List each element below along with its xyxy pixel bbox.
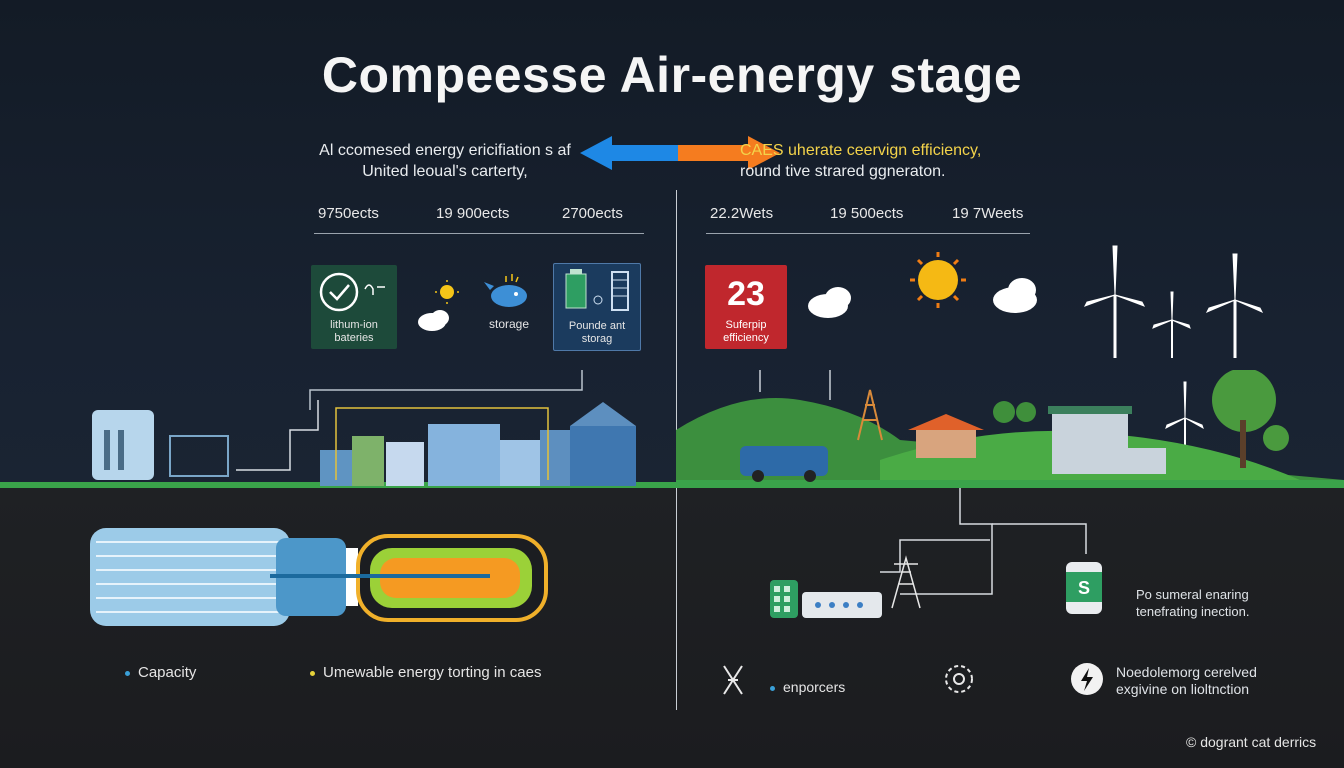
renewable-label: Umewable energy torting in caes [310,664,541,681]
stat-left-2: 19 900ects [436,205,510,222]
grid-connection-diagram: S [770,488,1102,618]
renewable-dot [310,670,315,676]
note2-line-1: Noedolemorg cerelved [1116,664,1257,680]
gauge-check-icon [319,272,385,312]
bidirectional-arrow-icon [580,136,780,170]
capacity-label: Capacity [125,664,196,681]
subtitle-left-line-1: Al ccomesed energy ericifiation s af [319,142,571,159]
svg-text:S: S [1078,578,1090,598]
stat-left-3: 2700ects [562,205,623,222]
stat-left-1: 9750ects [318,205,379,222]
landscape-scene [0,370,1344,488]
storage-card: storage [478,270,540,340]
enporcers-text: enporcers [783,679,846,695]
subtitle-right-line-2: round tive strared ggneraton. [740,163,946,180]
enporcers-dot [770,685,775,691]
pounde-storage-card: Pounde ant storag [553,263,641,351]
page-title: Compeesse Air-energy stage [321,47,1023,103]
stats-left-rule [314,233,644,234]
whale-storage-icon [484,274,527,307]
stat-right-3: 19 7Weets [952,205,1024,222]
sun-cloud-icon [418,280,459,331]
subtitle-left-line-2: United leoual's carterty, [362,163,528,180]
efficiency-label: Suferpip efficiency [723,319,769,344]
efficiency-value: 23 [727,275,765,313]
subtitle-right: CAES uherate ceervign efficiency, round … [740,140,1040,182]
lithium-ion-card: lithum-ion bateries [311,265,397,349]
lithium-ion-label: lithum-ion bateries [330,319,378,344]
subtitle-right-line-1: CAES uherate ceervign efficiency, [740,142,982,159]
note2-line-2: exgivine on lioltnction [1116,681,1250,697]
stat-right-2: 19 500ects [830,205,904,222]
battery-pack-icon [565,269,629,311]
storage-label: storage [488,317,530,331]
grid-note-line-1: Po sumeral enaring [1136,587,1249,602]
capacity-text: Capacity [138,664,197,681]
wind-turbines [1083,245,1264,470]
stats-right-rule [706,233,1030,234]
subtitle-left: Al ccomesed energy ericifiation s af Uni… [300,140,590,182]
gear-network-icon [945,665,973,693]
renewable-text: Umewable energy torting in caes [323,664,542,681]
credit: © dogrant cat derrics [1186,734,1317,750]
efficiency-card: 23 Suferpip efficiency [705,265,787,349]
pounde-storage-label: Pounde ant storag [568,320,626,345]
stat-right-1: 22.2Wets [710,205,774,222]
compressed-air-cylinder [90,528,548,626]
weather-icons [808,252,1037,318]
grid-note-line-2: tenefrating inection. [1136,604,1250,619]
enporcers-label: enporcers [770,679,845,695]
tool-icon [723,665,743,695]
grid-note: Po sumeral enaring tenefrating inection. [1136,586,1249,620]
capacity-dot [125,670,130,676]
lightning-bolt-icon [1071,663,1103,695]
note2: Noedolemorg cerelved exgivine on lioltnc… [1116,664,1257,698]
